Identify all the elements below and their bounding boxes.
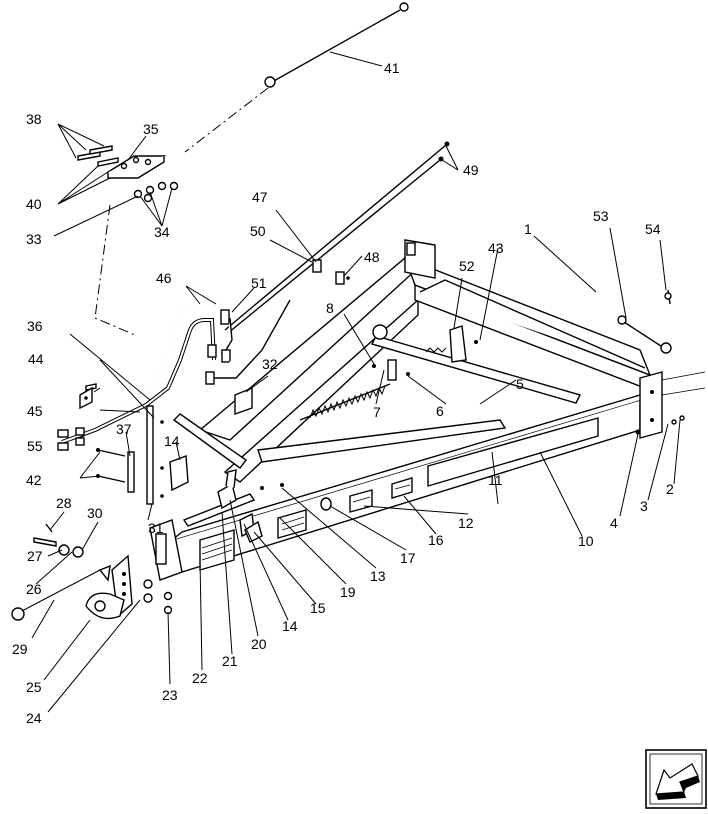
part-number-20: 20 (251, 636, 267, 652)
part-number-17: 17 (400, 550, 416, 566)
spring-12 (299, 383, 391, 421)
part-number-55: 55 (27, 438, 43, 454)
part-number-46: 46 (156, 270, 172, 286)
part-labels: 41 38 35 40 33 34 49 47 50 48 46 51 1 53… (12, 60, 674, 726)
part-number-27: 27 (27, 548, 43, 564)
leader-lines (31, 51, 681, 713)
part-number-47: 47 (252, 189, 268, 205)
part-number-25: 25 (26, 679, 42, 695)
part-number-2: 2 (666, 481, 674, 497)
part-number-49: 49 (463, 162, 479, 178)
bolts-2-3-4 (635, 415, 685, 435)
part-number-28: 28 (56, 495, 72, 511)
part-number-15: 15 (310, 600, 326, 616)
brace-36 (172, 413, 247, 469)
part-number-14-upper: 14 (164, 433, 180, 449)
part-number-31: 31 (148, 520, 164, 536)
part-number-26: 26 (26, 581, 42, 597)
hitch-25 (11, 523, 173, 621)
previous-page-arrow-icon[interactable] (645, 749, 707, 809)
part-number-43: 43 (488, 240, 504, 256)
decal-32 (234, 386, 253, 415)
part-number-5: 5 (516, 376, 524, 392)
rod-49 (224, 141, 450, 334)
part-number-7: 7 (373, 404, 381, 420)
part-number-12: 12 (458, 515, 474, 531)
part-number-48: 48 (364, 249, 380, 265)
part-number-10: 10 (578, 533, 594, 549)
part-number-1: 1 (524, 221, 532, 237)
hydraulic-lines-46 (61, 299, 291, 444)
part-number-41: 41 (384, 60, 400, 76)
part-number-51: 51 (251, 275, 267, 291)
part-number-19: 19 (340, 584, 356, 600)
bracket-52 (372, 325, 478, 381)
part-number-4: 4 (610, 515, 618, 531)
part-number-11: 11 (488, 472, 503, 488)
part-number-53: 53 (593, 208, 609, 224)
left-small-parts (57, 383, 189, 505)
part-number-16: 16 (428, 532, 444, 548)
part-number-29: 29 (12, 641, 28, 657)
part-number-21: 21 (222, 653, 238, 669)
part-number-3: 3 (640, 498, 648, 514)
part-number-32: 32 (262, 356, 278, 372)
part-number-42: 42 (26, 472, 42, 488)
part-number-52: 52 (459, 258, 475, 274)
jack-20 (182, 469, 284, 543)
part-number-34: 34 (154, 224, 170, 240)
part-number-38: 38 (26, 111, 42, 127)
part-number-6: 6 (436, 403, 444, 419)
part-number-14-lower: 14 (282, 618, 298, 634)
part-number-30: 30 (87, 505, 103, 521)
bracket-47 (312, 259, 350, 285)
part-number-37: 37 (116, 421, 132, 437)
part-number-54: 54 (645, 221, 661, 237)
part-number-8: 8 (326, 300, 334, 316)
part-number-24: 24 (26, 710, 42, 726)
part-number-13: 13 (370, 568, 386, 584)
part-number-23: 23 (162, 687, 178, 703)
part-number-44: 44 (28, 351, 44, 367)
part-number-33: 33 (26, 231, 42, 247)
wrench-53 (617, 289, 672, 354)
part-number-40: 40 (26, 196, 42, 212)
part-number-22: 22 (192, 670, 208, 686)
part-number-35: 35 (143, 121, 159, 137)
part-number-45: 45 (27, 403, 43, 419)
main-frame (149, 239, 706, 581)
part-number-36: 36 (27, 318, 43, 334)
part-number-50: 50 (250, 223, 266, 239)
cable-41 (264, 2, 409, 88)
link-plate-35 (77, 145, 179, 203)
